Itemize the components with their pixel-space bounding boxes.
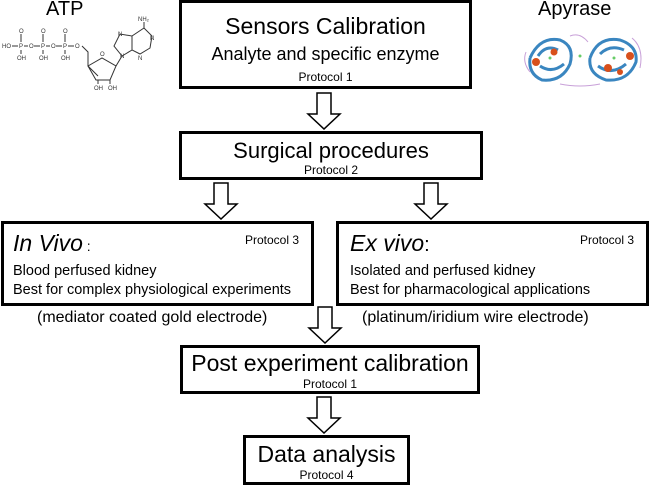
down-arrow-icon <box>203 182 239 220</box>
step-title: Ex vivo <box>350 230 425 256</box>
down-arrow-icon <box>307 306 343 344</box>
step-description-line: Best for complex physiological experimen… <box>13 282 292 298</box>
protocol-label: Protocol 3 <box>579 233 634 247</box>
atp-label: ATP <box>46 0 84 20</box>
svg-text:P: P <box>63 44 67 50</box>
step-in-vivo: In Vivo : Protocol 3 Blood perfused kidn… <box>1 221 314 306</box>
step-ex-vivo: Ex vivo: Protocol 3 Isolated and perfuse… <box>336 221 649 306</box>
step-title: Surgical procedures <box>233 138 429 163</box>
electrode-note: (platinum/iridium wire electrode) <box>362 309 589 326</box>
svg-text:OH: OH <box>39 56 48 62</box>
step-description-line: Best for pharmacological applications <box>350 282 591 298</box>
svg-text:OH: OH <box>108 86 117 92</box>
step-post-experiment-calibration: Post experiment calibration Protocol 1 <box>180 345 480 394</box>
title-suffix: : <box>82 238 91 254</box>
svg-text:O: O <box>75 44 80 50</box>
svg-text:O: O <box>41 29 46 35</box>
down-arrow-icon <box>413 182 449 220</box>
svg-text:O: O <box>19 29 24 35</box>
down-arrow-icon <box>306 92 342 130</box>
step-title: Sensors Calibration <box>225 13 426 39</box>
protocol-label: Protocol 1 <box>302 377 358 391</box>
step-title: Post experiment calibration <box>191 350 469 376</box>
apyrase-label: Apyrase <box>538 0 612 20</box>
svg-text:O: O <box>63 29 68 35</box>
step-subtitle: Analyte and specific enzyme <box>211 44 440 64</box>
svg-text:OH: OH <box>94 86 103 92</box>
step-title: In Vivo <box>13 230 83 256</box>
protocol-label: Protocol 2 <box>303 163 359 177</box>
down-arrow-icon <box>306 396 342 434</box>
step-sensors-calibration: Sensors Calibration Analyte and specific… <box>179 0 472 89</box>
step-title: Data analysis <box>257 441 396 467</box>
protocol-label: Protocol 1 <box>298 70 353 84</box>
svg-text:NH₂: NH₂ <box>138 17 150 23</box>
svg-text:O: O <box>51 44 56 50</box>
protocol-label: Protocol 3 <box>244 233 299 247</box>
svg-text:O: O <box>29 44 34 50</box>
step-description-line: Isolated and perfused kidney <box>350 263 536 279</box>
title-suffix: : <box>424 234 430 256</box>
svg-text:O: O <box>100 52 105 58</box>
electrode-note: (mediator coated gold electrode) <box>37 309 268 326</box>
svg-text:HO: HO <box>2 44 11 50</box>
svg-text:N: N <box>120 54 124 60</box>
svg-text:OH: OH <box>17 56 26 62</box>
svg-text:N: N <box>138 56 142 62</box>
svg-text:P: P <box>19 44 23 50</box>
step-data-analysis: Data analysis Protocol 4 <box>243 435 410 485</box>
svg-text:P: P <box>41 44 45 50</box>
svg-text:OH: OH <box>61 56 70 62</box>
svg-text:N: N <box>118 32 122 38</box>
step-surgical-procedures: Surgical procedures Protocol 2 <box>179 131 483 180</box>
svg-text:N: N <box>150 36 154 42</box>
step-description-line: Blood perfused kidney <box>13 263 157 279</box>
protocol-label: Protocol 4 <box>299 468 354 482</box>
apyrase-protein-image <box>524 34 642 87</box>
